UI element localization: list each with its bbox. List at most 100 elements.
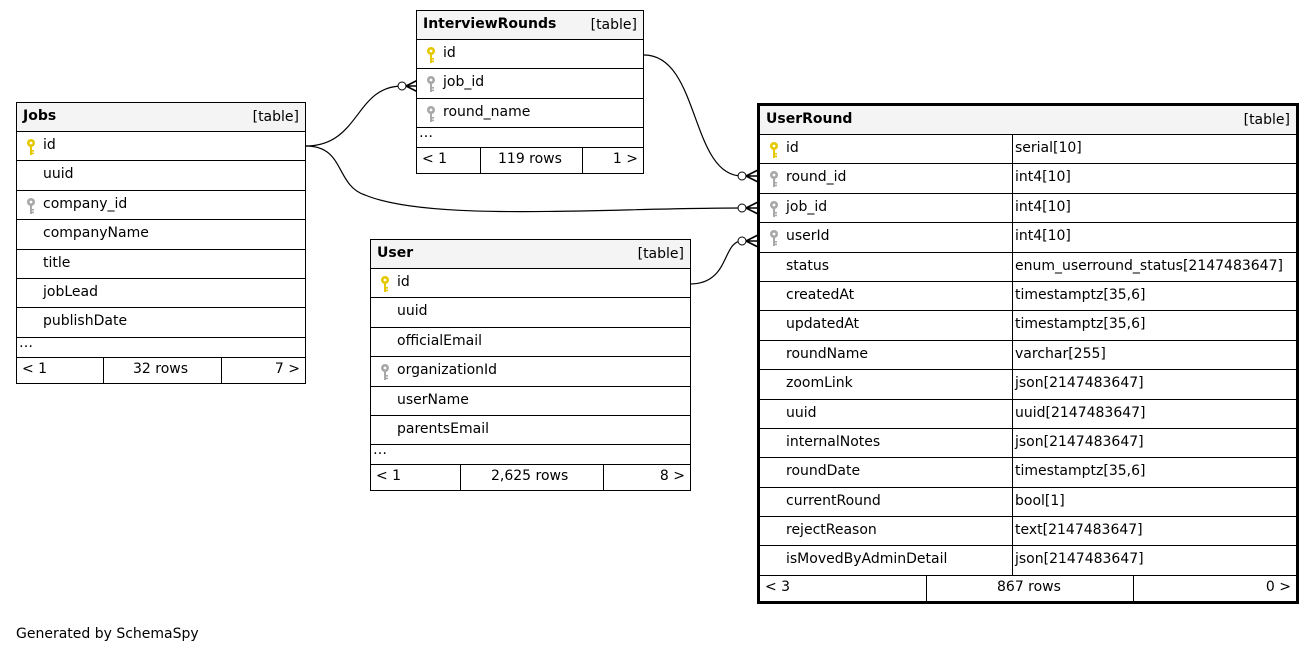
column-datatype: int4[10] bbox=[1015, 228, 1071, 245]
column-list: id job_id round_name bbox=[417, 40, 643, 129]
column-row-id[interactable]: id bbox=[371, 269, 690, 299]
column-datatype: int4[10] bbox=[1015, 169, 1071, 186]
column-name: uuid bbox=[43, 166, 74, 183]
column-row-officialemail[interactable]: officialEmail bbox=[371, 328, 690, 358]
column-name: userId bbox=[786, 228, 830, 245]
column-name: title bbox=[43, 254, 71, 271]
column-row-company-id[interactable]: company_id bbox=[17, 191, 305, 221]
column-datatype: bool[1] bbox=[1015, 492, 1065, 509]
column-list: id uuid company_id companyName title jobLead p… bbox=[17, 132, 305, 338]
column-row-uuid[interactable]: uuid bbox=[17, 161, 305, 191]
table-footer: < 1 2,625 rows 8 > bbox=[371, 465, 690, 491]
column-name: companyName bbox=[43, 225, 149, 242]
column-divider bbox=[1012, 399, 1013, 428]
footer-divider bbox=[460, 465, 461, 491]
column-name: rejectReason bbox=[786, 522, 877, 539]
footer-divider bbox=[603, 465, 604, 491]
column-row-userid[interactable]: userId int4[10] bbox=[760, 223, 1296, 253]
edge-crowsfoot-marker bbox=[745, 201, 759, 215]
column-row-organizationid[interactable]: organizationId bbox=[371, 357, 690, 387]
column-row-roundname[interactable]: roundName varchar[255] bbox=[760, 340, 1296, 371]
column-name: uuid bbox=[786, 404, 817, 421]
column-name: parentsEmail bbox=[397, 420, 490, 437]
edge-user-userround bbox=[689, 240, 743, 285]
column-divider bbox=[1012, 281, 1013, 311]
table-type: [table] bbox=[252, 109, 299, 125]
column-datatype: timestamptz[35,6] bbox=[1015, 463, 1146, 480]
primary-key-icon bbox=[425, 46, 437, 64]
column-name: id bbox=[397, 274, 410, 290]
column-row-title[interactable]: title bbox=[17, 250, 305, 279]
column-name: zoomLink bbox=[786, 375, 853, 392]
column-row-round-name[interactable]: round_name bbox=[417, 99, 643, 129]
column-datatype: varchar[255] bbox=[1015, 345, 1106, 362]
column-name: jobLead bbox=[43, 283, 98, 300]
column-datatype: json[2147483647] bbox=[1015, 433, 1144, 450]
column-name: id bbox=[443, 45, 456, 61]
table-interviewrounds[interactable]: InterviewRounds [table] id job_id round_na… bbox=[416, 10, 644, 175]
column-name: round_name bbox=[443, 103, 531, 120]
table-header: User [table] bbox=[371, 240, 690, 269]
column-name: id bbox=[786, 140, 799, 156]
edge-interviewrounds-userround bbox=[643, 54, 743, 177]
column-row-id[interactable]: id bbox=[417, 40, 643, 70]
footer-divider bbox=[221, 357, 222, 383]
column-name: currentRound bbox=[786, 492, 881, 509]
column-name: createdAt bbox=[786, 286, 855, 303]
foreign-key-icon bbox=[768, 200, 780, 218]
column-row-companyname[interactable]: companyName bbox=[17, 220, 305, 250]
column-divider bbox=[1012, 340, 1013, 370]
prev-count: < 1 bbox=[22, 360, 48, 377]
column-divider bbox=[1012, 223, 1013, 252]
column-row-uuid[interactable]: uuid uuid[2147483647] bbox=[760, 399, 1296, 429]
column-name: job_id bbox=[443, 74, 485, 91]
column-name: company_id bbox=[43, 195, 128, 212]
primary-key-icon bbox=[379, 275, 391, 293]
column-divider bbox=[1012, 487, 1013, 517]
column-datatype: enum_userround_status[2147483647] bbox=[1015, 257, 1283, 274]
primary-key-icon bbox=[25, 138, 37, 156]
next-count: 8 > bbox=[659, 468, 685, 485]
column-row-parentsemail[interactable]: parentsEmail bbox=[371, 416, 690, 446]
prev-count: < 1 bbox=[422, 151, 448, 168]
column-row-username[interactable]: userName bbox=[371, 387, 690, 416]
column-row-publishdate[interactable]: publishDate bbox=[17, 308, 305, 338]
column-name: job_id bbox=[786, 198, 828, 215]
edge-crowsfoot-marker bbox=[745, 234, 759, 248]
table-name: InterviewRounds bbox=[423, 16, 557, 32]
column-divider bbox=[1012, 311, 1013, 340]
column-row-joblead[interactable]: jobLead bbox=[17, 279, 305, 309]
more-columns-ellipsis: … bbox=[17, 335, 305, 358]
column-row-uuid[interactable]: uuid bbox=[371, 298, 690, 328]
column-datatype: uuid[2147483647] bbox=[1015, 404, 1146, 421]
column-name: roundName bbox=[786, 345, 868, 362]
primary-key-icon bbox=[768, 141, 780, 159]
column-row-id[interactable]: id bbox=[17, 132, 305, 162]
column-row-currentround[interactable]: currentRound bool[1] bbox=[760, 487, 1296, 518]
table-type: [table] bbox=[1243, 112, 1290, 128]
next-count: 0 > bbox=[1265, 578, 1291, 595]
table-type: [table] bbox=[590, 17, 637, 33]
foreign-key-icon bbox=[425, 75, 437, 93]
table-footer: < 1 32 rows 7 > bbox=[17, 357, 305, 383]
column-row-job-id[interactable]: job_id bbox=[417, 69, 643, 99]
edge-crowsfoot-marker bbox=[745, 169, 759, 183]
row-count: 2,625 rows bbox=[491, 468, 569, 485]
